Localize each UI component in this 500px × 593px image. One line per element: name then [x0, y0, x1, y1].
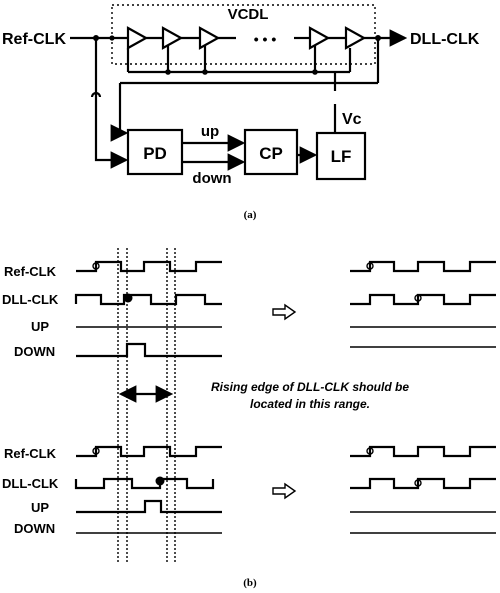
delay-buffer-5: [344, 26, 408, 50]
vcdl-box: [111, 4, 376, 65]
caption-b: (b): [243, 577, 257, 589]
cp-label: CP: [259, 144, 283, 163]
tl-dll-clk: DLL-CLK: [2, 292, 59, 307]
control-bus: [126, 45, 352, 132]
delay-buffer-3: [198, 26, 236, 50]
bl-up: UP: [31, 500, 49, 515]
up-label: up: [201, 123, 219, 140]
tr-waveforms: [350, 260, 496, 348]
bl-dll-clk: DLL-CLK: [2, 476, 59, 491]
pd-label: PD: [143, 144, 167, 163]
caption-a: (a): [244, 209, 257, 221]
feedback-wire: [110, 38, 380, 142]
dll-clk-label-a: DLL-CLK: [410, 31, 480, 48]
delay-buffer-2: [161, 26, 200, 50]
tl-ref-clk: Ref-CLK: [4, 264, 57, 279]
buffer-ellipsis: • • •: [254, 31, 277, 47]
cp-block: [243, 128, 299, 176]
ref-clk-label-a: Ref-CLK: [2, 31, 66, 48]
tl-up: UP: [31, 319, 49, 334]
delay-buffer-4: [294, 26, 346, 50]
note-line-1: Rising edge of DLL-CLK should be: [211, 380, 409, 394]
ref-to-pd-wire: [90, 38, 129, 169]
note-line-2: located in this range.: [250, 397, 370, 411]
lf-label: LF: [331, 147, 352, 166]
ref-clk-node-2: [109, 35, 115, 41]
bl-waveforms: [74, 445, 222, 534]
down-label: down: [192, 170, 231, 187]
vc-label: Vc: [342, 111, 362, 128]
tl-waveforms: [74, 260, 222, 358]
tl-down: DOWN: [14, 344, 55, 359]
br-waveforms: [350, 445, 496, 534]
bl-ref-clk: Ref-CLK: [4, 446, 57, 461]
pd-block: [126, 128, 184, 176]
arrow-icon-bottom: [272, 482, 297, 500]
delay-buffer-1: [126, 26, 163, 50]
vcdl-label: VCDL: [228, 6, 269, 23]
arrow-icon-top: [272, 303, 297, 321]
bl-down: DOWN: [14, 521, 55, 536]
